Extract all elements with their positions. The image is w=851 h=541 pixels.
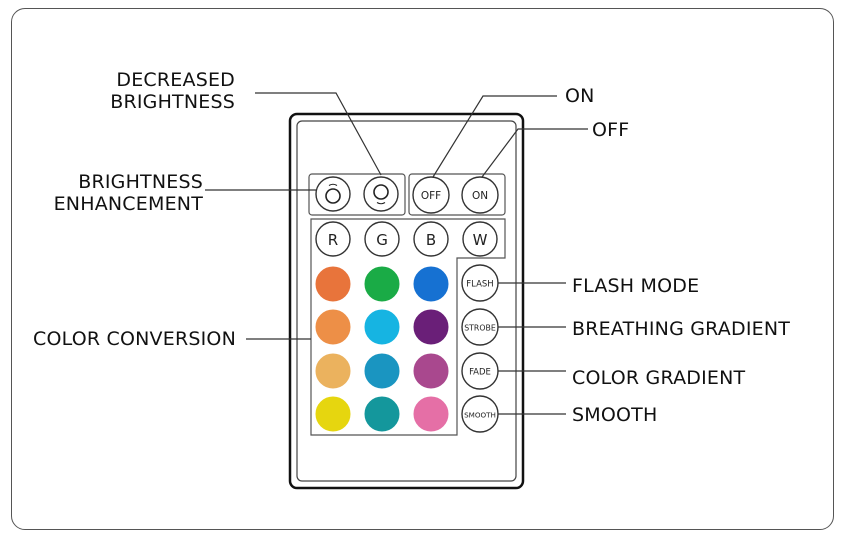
label-breathing-gradient: BREATHING GRADIENT — [572, 318, 791, 340]
brightness-group-frame — [308, 173, 406, 216]
label-brightness-enhancement: BRIGHTNESS ENHANCEMENT — [40, 171, 203, 215]
w-button[interactable]: W — [462, 221, 498, 257]
strobe-button-label: STROBE — [464, 324, 496, 333]
color-button-3[interactable] — [412, 265, 450, 303]
label-smooth: SMOOTH — [572, 404, 658, 426]
color-button-grid — [314, 265, 450, 433]
flash-button-label: FLASH — [466, 280, 493, 290]
brightness-up-icon — [325, 188, 341, 204]
flash-button[interactable]: FLASH — [461, 264, 499, 302]
label-decreased-brightness-line2: BRIGHTNESS — [110, 91, 235, 113]
r-button-label: R — [328, 231, 338, 249]
r-button[interactable]: R — [315, 221, 351, 257]
w-button-label: W — [473, 231, 488, 249]
color-button-12[interactable] — [412, 395, 450, 433]
smooth-button[interactable]: SMOOTH — [461, 395, 499, 433]
label-brightness-enhancement-line2: ENHANCEMENT — [53, 193, 203, 215]
color-button-7[interactable] — [314, 352, 352, 390]
label-off: OFF — [592, 119, 630, 141]
leader-on — [432, 95, 557, 178]
brightness-down-button[interactable] — [363, 176, 399, 212]
label-color-gradient: COLOR GRADIENT — [572, 367, 746, 389]
label-brightness-enhancement-line1: BRIGHTNESS — [78, 171, 203, 193]
power-group-frame — [408, 173, 506, 216]
leader-off — [481, 128, 588, 178]
label-color-conversion: COLOR CONVERSION — [33, 328, 236, 350]
color-group-frame — [310, 218, 506, 436]
off-button[interactable]: OFF — [412, 176, 450, 214]
label-on: ON — [565, 85, 595, 107]
color-button-4[interactable] — [314, 308, 352, 346]
smooth-button-label: SMOOTH — [464, 411, 496, 420]
color-button-1[interactable] — [314, 265, 352, 303]
color-button-6[interactable] — [412, 308, 450, 346]
color-button-2[interactable] — [363, 265, 401, 303]
color-button-10[interactable] — [314, 395, 352, 433]
on-button-label: ON — [472, 190, 488, 202]
leader-lines — [205, 92, 588, 415]
brightness-up-button[interactable] — [315, 176, 351, 212]
color-button-8[interactable] — [363, 352, 401, 390]
label-decreased-brightness: DECREASED BRIGHTNESS — [104, 69, 235, 113]
brightness-down-icon — [373, 184, 389, 200]
g-button-label: G — [376, 231, 388, 249]
fade-button[interactable]: FADE — [461, 352, 499, 390]
color-button-11[interactable] — [363, 395, 401, 433]
strobe-button[interactable]: STROBE — [461, 308, 499, 346]
label-flash-mode: FLASH MODE — [572, 275, 700, 297]
color-button-9[interactable] — [412, 352, 450, 390]
fade-button-label: FADE — [469, 368, 491, 378]
on-button[interactable]: ON — [461, 176, 499, 214]
off-button-label: OFF — [421, 190, 441, 202]
g-button[interactable]: G — [364, 221, 400, 257]
b-button-label: B — [426, 231, 436, 249]
label-decreased-brightness-line1: DECREASED — [116, 69, 235, 91]
color-button-5[interactable] — [363, 308, 401, 346]
leader-decreased-brightness — [255, 92, 382, 176]
b-button[interactable]: B — [413, 221, 449, 257]
remote-body-inner — [296, 120, 517, 482]
